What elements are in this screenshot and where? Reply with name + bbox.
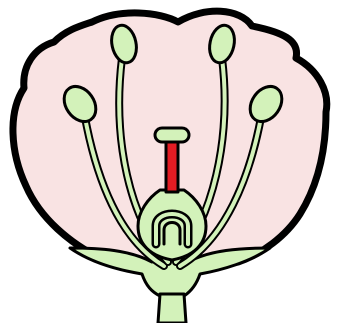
ovary: [138, 190, 206, 260]
stalk: [158, 294, 186, 323]
stigma: [155, 128, 189, 142]
style: [166, 140, 178, 192]
